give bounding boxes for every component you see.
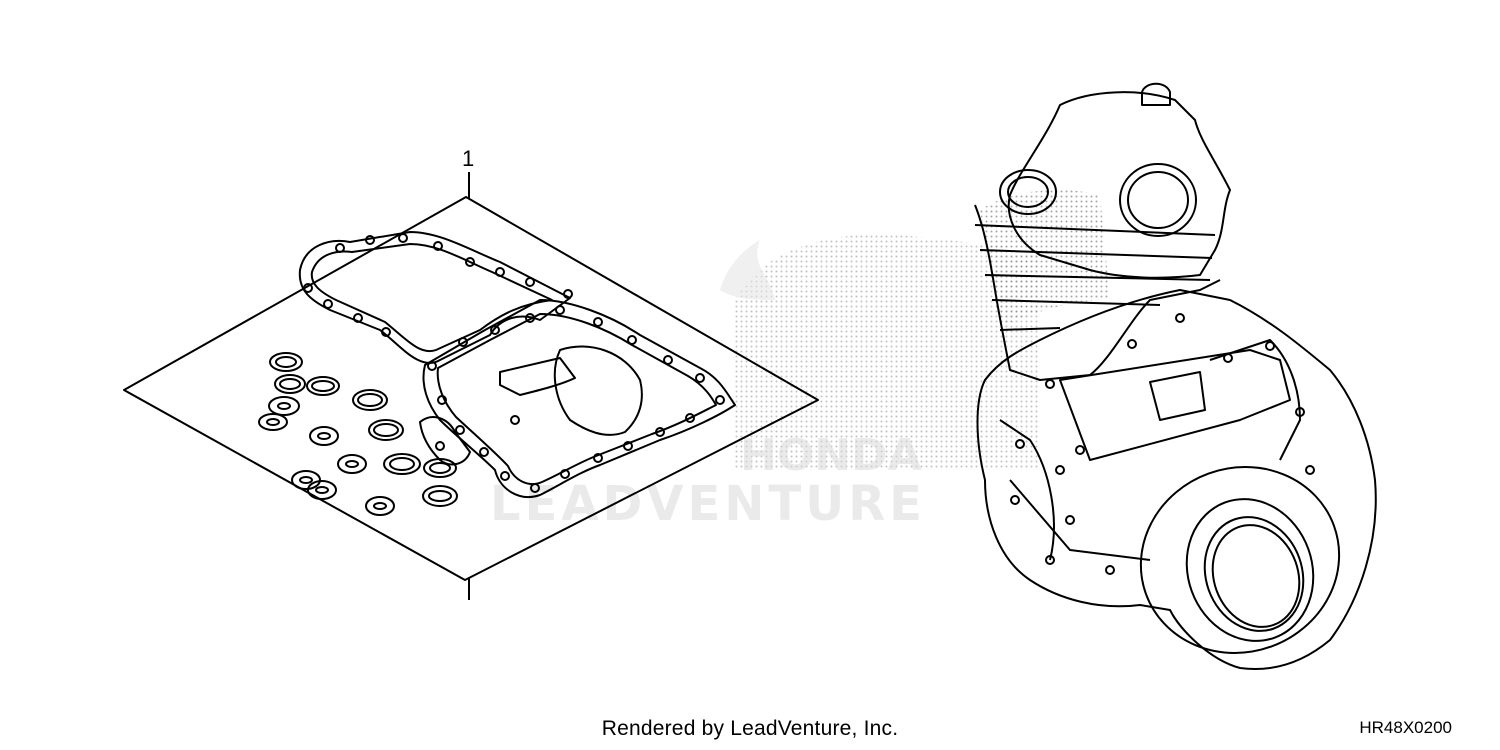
bolt-holes [303,233,725,493]
wing-logo-watermark [735,234,1040,470]
gasket-sheet-outline [123,196,819,581]
intake-port [999,169,1057,215]
o-rings [258,352,458,516]
cover-outer [1139,466,1341,654]
callout-1: 1 [462,146,474,600]
gasket-kit [123,196,819,581]
watermark-brand: HONDA [740,430,922,481]
cylinder-fins [974,204,1221,381]
diagram-code: HR48X0200 [1359,718,1452,737]
watermark-publisher: LEADVENTURE [490,476,926,532]
engine-assembly [974,82,1377,671]
render-credit: Rendered by LeadVenture, Inc. [601,717,899,740]
crankcase [976,289,1377,671]
watermark: HONDA LEADVENTURE [490,234,1040,532]
side-gasket [419,416,471,466]
cylinder-head [1007,91,1231,279]
callout-label: 1 [462,146,474,171]
crankcase-gasket [422,299,736,498]
cover-seal [1203,516,1305,632]
cover-gasket [298,231,571,364]
crankcase-bolts [1010,313,1315,575]
exhaust-port [1119,163,1197,237]
inner-gasket [553,345,643,436]
